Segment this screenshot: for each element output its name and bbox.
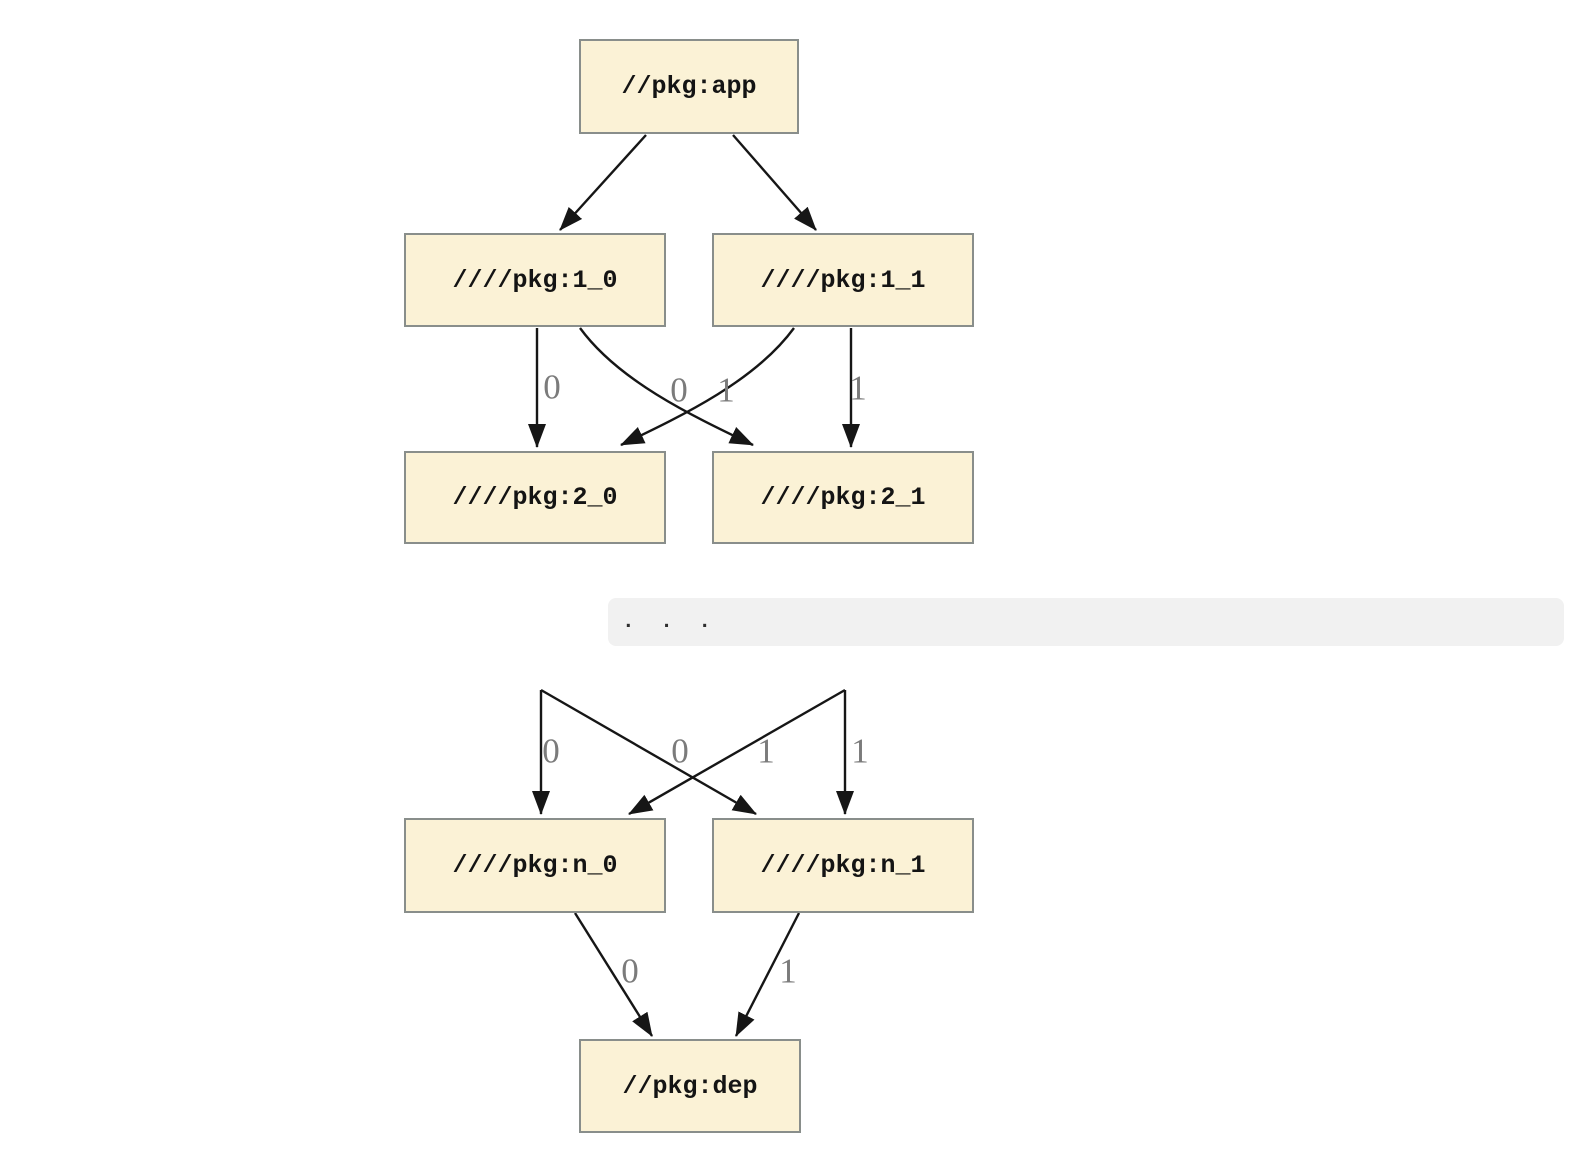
node-pkg-dep: //pkg:dep [579, 1039, 801, 1133]
node-pkg-1_0-label: ////pkg:1_0 [452, 265, 618, 295]
node-pkg-1_0: ////pkg:1_0 [404, 233, 666, 327]
node-pkg-1_1-label: ////pkg:1_1 [760, 265, 926, 295]
edge-label-upper-4: 1 [849, 368, 867, 408]
edge-label-upper-1: 0 [543, 367, 561, 407]
node-pkg-n_0-label: ////pkg:n_0 [452, 851, 618, 880]
ellipsis-band: . . . [608, 598, 1564, 646]
edge-label-upper-2: 0 [670, 370, 688, 410]
node-pkg-dep-label: //pkg:dep [622, 1071, 758, 1101]
edge-n_0-to-dep [573, 912, 654, 1037]
edge-label-lower-1: 0 [542, 731, 560, 771]
node-pkg-2_1-label: ////pkg:2_1 [760, 483, 926, 512]
node-pkg-2_0: ////pkg:2_0 [404, 451, 666, 544]
edge-1_1-to-2_0 [620, 327, 795, 447]
node-pkg-app: //pkg:app [579, 39, 799, 134]
edge-label-lower-2: 0 [671, 731, 689, 771]
edge-ellipsis-to-n_0-cross [628, 688, 846, 816]
node-pkg-n_1: ////pkg:n_1 [712, 818, 974, 913]
ellipsis-text: . . . [622, 610, 712, 634]
node-pkg-2_0-label: ////pkg:2_0 [452, 483, 618, 512]
edge-app-to-1_1 [732, 134, 817, 231]
node-pkg-n_1-label: ////pkg:n_1 [760, 851, 926, 880]
edge-app-to-1_0 [559, 134, 647, 231]
node-pkg-2_1: ////pkg:2_1 [712, 451, 974, 544]
node-pkg-app-label: //pkg:app [621, 72, 757, 101]
edge-label-dep-1: 0 [621, 951, 639, 991]
edge-label-lower-3: 1 [757, 731, 775, 771]
node-pkg-n_0: ////pkg:n_0 [404, 818, 666, 913]
edge-label-upper-3: 1 [717, 370, 735, 410]
edge-label-dep-2: 1 [779, 951, 797, 991]
edge-ellipsis-to-n_1-cross [540, 688, 757, 816]
node-pkg-1_1: ////pkg:1_1 [712, 233, 974, 327]
edge-label-lower-4: 1 [851, 731, 869, 771]
